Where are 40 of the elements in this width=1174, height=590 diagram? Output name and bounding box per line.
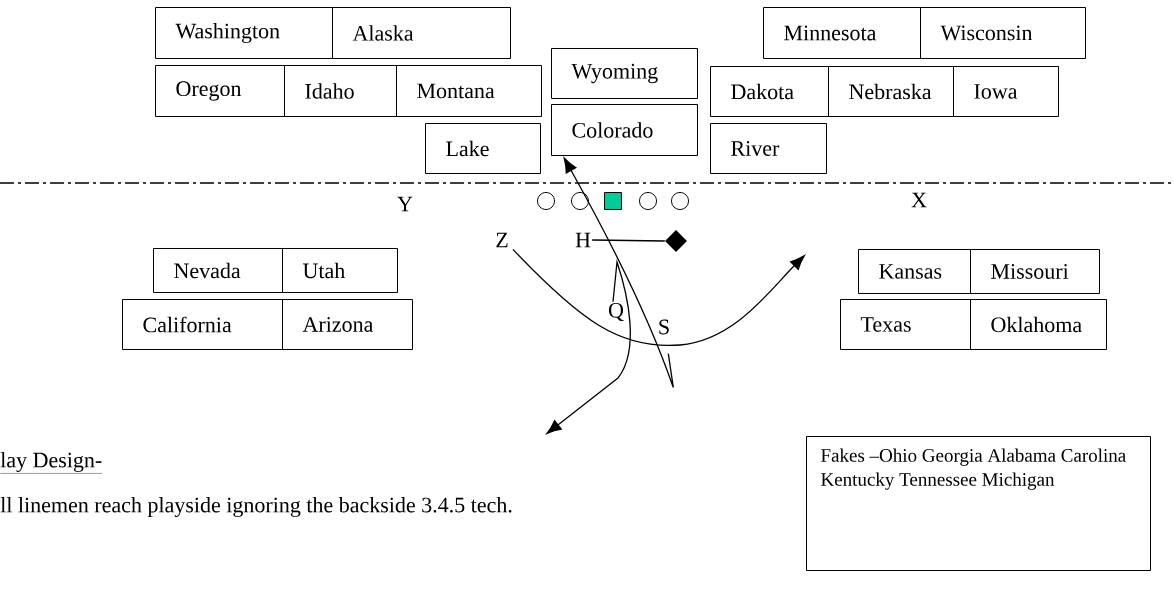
- position-box: Dakota: [710, 66, 829, 117]
- player-diamond: [665, 230, 687, 252]
- position-box: California: [122, 299, 283, 350]
- position-box: Lake: [425, 123, 541, 174]
- player-circle: [571, 192, 589, 210]
- position-box: Montana: [396, 65, 542, 117]
- position-box: Washington: [155, 7, 333, 59]
- route-arrow: [563, 157, 674, 389]
- player-letter: H: [575, 232, 591, 248]
- note-text: ll linemen reach playside ignoring the backside 3.4.5 tech.: [0, 497, 512, 517]
- position-box: Oregon: [155, 65, 285, 117]
- position-box: Iowa: [953, 66, 1059, 117]
- note-box: Fakes –Ohio Georgia Alabama Carolina Kentucky Tennessee Michigan: [806, 436, 1151, 571]
- position-box: Wyoming: [551, 48, 698, 99]
- position-box: Utah: [282, 248, 398, 293]
- route-arrow: [512, 248, 805, 347]
- player-letter: X: [911, 192, 927, 208]
- player-circle: [639, 192, 657, 210]
- position-box: Idaho: [284, 65, 397, 117]
- position-box: River: [710, 123, 827, 174]
- position-box: Texas: [840, 299, 971, 350]
- player-circle: [671, 192, 689, 210]
- position-box: Minnesota: [763, 7, 921, 59]
- player-letter: S: [659, 319, 669, 335]
- player-letter: Z: [496, 232, 508, 248]
- center-square: [604, 192, 622, 210]
- route-arrow: [546, 261, 631, 434]
- position-box: Nevada: [153, 248, 283, 293]
- position-box: Alaska: [332, 7, 511, 59]
- player-letter: Y: [397, 196, 413, 212]
- heading-text: lay Design-: [0, 452, 103, 474]
- position-box: Colorado: [551, 104, 698, 156]
- player-circle: [537, 192, 555, 210]
- position-box: Nebraska: [828, 66, 954, 117]
- position-box: Wisconsin: [920, 7, 1086, 59]
- position-box: Oklahoma: [970, 299, 1107, 350]
- position-box: Arizona: [282, 299, 413, 350]
- position-box: Missouri: [970, 249, 1100, 294]
- player-letter: Q: [608, 302, 624, 322]
- position-box: Kansas: [858, 249, 971, 294]
